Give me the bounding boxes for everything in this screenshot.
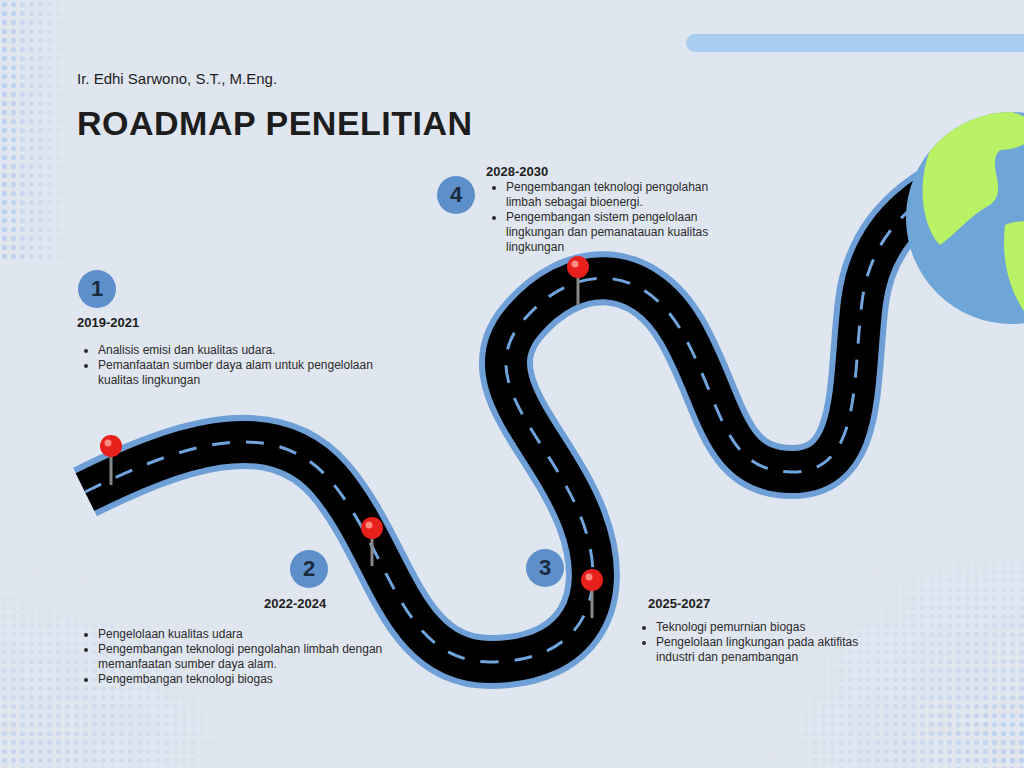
map-pins — [100, 256, 603, 618]
dot-texture — [0, 0, 70, 260]
bullet-list: Pengelolaan kualitas udaraPengembangan t… — [78, 627, 408, 687]
bullet-text: Teknologi pemurnian biogas — [656, 620, 805, 634]
step-number: 1 — [91, 276, 103, 302]
top-bar — [686, 34, 1024, 52]
bullet-dot — [642, 641, 646, 645]
author-name: Ir. Edhi Sarwono, S.T., M.Eng. — [77, 70, 277, 87]
bullet-row: Analisis emisi dan kualitas udara. — [78, 343, 378, 358]
step-number: 2 — [303, 556, 315, 582]
bullet-dot — [84, 364, 88, 368]
globe — [906, 110, 1024, 324]
bullet-row: Pengembangan teknologi pengolahan limbah… — [78, 642, 408, 672]
step-circle: 4 — [437, 176, 475, 214]
road — [85, 160, 1010, 662]
bullet-dot — [492, 186, 496, 190]
bullet-text: Pengembangan teknologi biogas — [98, 672, 273, 686]
page-title: ROADMAP PENELITIAN — [77, 104, 473, 143]
step-circle: 3 — [526, 549, 564, 587]
bullet-row: Pengelolaan kualitas udara — [78, 627, 408, 642]
bullet-text: Pengelolaan lingkungan pada aktifitas in… — [656, 635, 858, 664]
bullet-row: Pengembangan sistem pengelolaan lingkung… — [486, 210, 746, 255]
step-number: 3 — [539, 555, 551, 581]
bullet-row: Pengelolaan lingkungan pada aktifitas in… — [636, 635, 866, 665]
bullet-list: Teknologi pemurnian biogasPengelolaan li… — [636, 620, 866, 665]
bullet-text: Pengembangan teknologi pengolahan limbah… — [506, 180, 708, 209]
bullet-list: Analisis emisi dan kualitas udara.Pemanf… — [78, 343, 378, 388]
period-heading: 2019-2021 — [77, 315, 139, 330]
bullet-row: Pengembangan teknologi biogas — [78, 672, 408, 687]
bullet-dot — [84, 349, 88, 353]
bullet-text: Analisis emisi dan kualitas udara. — [98, 343, 275, 357]
step-number: 4 — [450, 182, 462, 208]
bullet-dot — [84, 633, 88, 637]
bullet-text: Pengembangan sistem pengelolaan lingkung… — [506, 210, 708, 254]
period-heading: 2028-2030 — [486, 164, 548, 179]
period-heading: 2022-2024 — [264, 596, 326, 611]
step-circle: 2 — [290, 550, 328, 588]
bullet-dot — [84, 648, 88, 652]
bullet-row: Pengembangan teknologi pengolahan limbah… — [486, 180, 746, 210]
bullet-list: Pengembangan teknologi pengolahan limbah… — [486, 180, 746, 255]
period-heading: 2025-2027 — [648, 596, 710, 611]
bullet-text: Pengembangan teknologi pengolahan limbah… — [98, 642, 382, 671]
bullet-dot — [642, 626, 646, 630]
bullet-dot — [84, 678, 88, 682]
bullet-row: Pemanfaatan sumber daya alam untuk penge… — [78, 358, 378, 388]
bullet-row: Teknologi pemurnian biogas — [636, 620, 866, 635]
bullet-dot — [492, 216, 496, 220]
bullet-text: Pengelolaan kualitas udara — [98, 627, 243, 641]
bullet-text: Pemanfaatan sumber daya alam untuk penge… — [98, 358, 373, 387]
step-circle: 1 — [78, 270, 116, 308]
